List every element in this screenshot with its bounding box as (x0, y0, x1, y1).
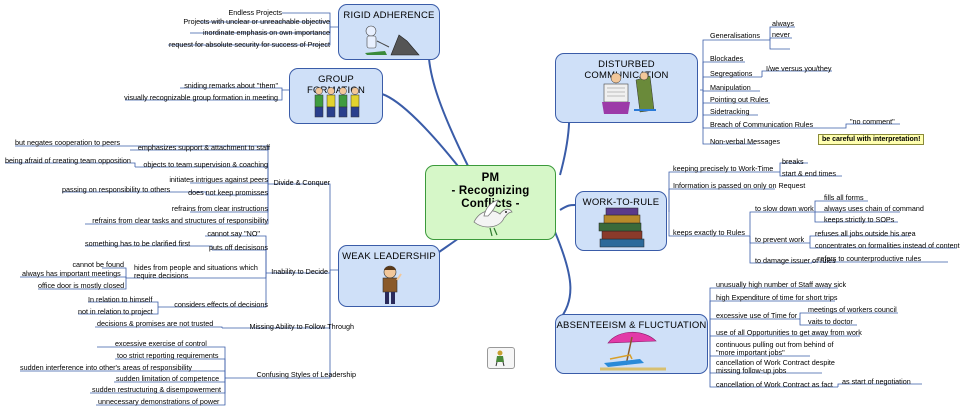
inability-item-important-meetings[interactable]: always has important meetings (22, 269, 121, 278)
work-item-chain-command[interactable]: always uses chain of command (824, 204, 924, 213)
absent-item-missing-follow-up[interactable]: missing follow-up jobs (716, 366, 787, 375)
inability-item-cannot-be-found[interactable]: cannot be found (72, 260, 124, 269)
pondering-man-icon (382, 265, 402, 304)
missing-follow-through-label[interactable]: Missing Ability to Follow Through (249, 322, 354, 331)
inability-decide-label[interactable]: Inability to Decide (271, 267, 328, 276)
work-item-strict-sops[interactable]: keeps strictly to SOPs (824, 215, 895, 224)
group-item-sniding-remarks[interactable]: sniding remarks about "them" (184, 81, 278, 90)
inability-item-puts-off[interactable]: puts off decisisons (209, 243, 268, 252)
comm-item-pointing-rules[interactable]: Pointing out Rules (710, 95, 769, 104)
central-topic-node[interactable]: PM- Recognizing Conflicts - (425, 165, 556, 240)
beach-umbrella-icon (600, 331, 666, 371)
rigid-item-unclear-objective[interactable]: Projects with unclear or unreachable obj… (183, 17, 330, 26)
confusing-styles-label[interactable]: Confusing Styles of Leadership (256, 370, 357, 379)
snowman-sled-icon (365, 25, 420, 56)
rigid-adherence-title: RIGID ADHERENCE (343, 10, 435, 21)
disturbed-communication-node[interactable]: DISTURBED COMMUNICATION (555, 53, 698, 123)
absent-item-short-trips[interactable]: high Expenditure of time for short trips (716, 293, 838, 302)
group-people-icon (314, 87, 360, 118)
work-item-counterproductive-rules[interactable]: refers to counterproductive rules (818, 254, 922, 263)
divide-item-no-structures[interactable]: refrains from clear tasks and structures… (92, 216, 268, 225)
absent-item-staff-sick[interactable]: unusually high number of Staff away sick (716, 280, 847, 289)
absent-item-excessive-time[interactable]: excessive use of Time for (716, 311, 798, 320)
inability-item-door-closed[interactable]: office door is mostly closed (38, 281, 125, 290)
divide-item-broken-promises[interactable]: does not keep promisses (188, 188, 268, 197)
weak-leadership-node[interactable]: WEAK LEADERSHIP (338, 245, 440, 307)
work-item-keeps-rules[interactable]: keeps exactly to Rules (673, 228, 745, 237)
absent-item-workers-council[interactable]: meetings of workers council (808, 305, 897, 314)
missing-item-not-trusted[interactable]: decisions & promises are not trusted (97, 319, 214, 328)
divide-item-support-staff[interactable]: emphasizes support & attachment to staff (137, 143, 270, 152)
work-to-rule-node[interactable]: WORK-TO-RULE (575, 191, 667, 251)
work-item-info-on-request[interactable]: Information is passed on only on Request (673, 181, 806, 190)
divide-item-negates-cooperation[interactable]: but negates cooperation to peers (15, 138, 121, 147)
confusing-item-excessive-control[interactable]: excessive exercise of control (115, 339, 207, 348)
work-item-refuses-jobs[interactable]: refuses all jobs outside his area (815, 229, 916, 238)
inability-item-require-decisions[interactable]: require decisions (134, 271, 189, 280)
divide-item-no-instructions[interactable]: refrains from clear instructions (171, 204, 268, 213)
absent-item-cancellation-fact[interactable]: cancellation of Work Contract as fact (716, 380, 833, 389)
comm-item-never[interactable]: never (772, 30, 790, 39)
inability-item-not-relation-project[interactable]: not in relation to project (78, 307, 153, 316)
work-item-damage-issuer[interactable]: to damage issuer of rules (755, 256, 836, 265)
disturbed-communication-title: DISTURBED COMMUNICATION (584, 59, 669, 81)
work-item-formalities[interactable]: concentrates on formalities instead of c… (815, 241, 960, 250)
comm-item-breach-rules[interactable]: Breach of Communication Rules (710, 120, 814, 129)
confusing-item-limitation-competence[interactable]: sudden limitation of competence (116, 374, 220, 383)
comm-item-sidetracking[interactable]: Sidetracking (710, 107, 750, 116)
inability-item-cannot-say-no[interactable]: cannot say "NO" (207, 229, 260, 238)
divide-item-afraid-opposition[interactable]: being afraid of creating team opposition (5, 156, 131, 165)
divide-item-intrigues[interactable]: initiates intrigues against peers (169, 175, 268, 184)
comm-item-blockades[interactable]: Blockades (710, 54, 744, 63)
inability-item-clarified-first[interactable]: something has to be clarified first (85, 239, 191, 248)
absent-item-cancellation-despite[interactable]: cancellation of Work Contract despite (716, 358, 835, 367)
work-item-keeping-work-time[interactable]: keeping precisely to Work-Time (673, 164, 774, 173)
work-item-breaks[interactable]: breaks (782, 157, 804, 166)
confusing-item-sudden-interference[interactable]: sudden interference into other's areas o… (20, 363, 192, 372)
rigid-adherence-node[interactable]: RIGID ADHERENCE (338, 4, 440, 60)
comm-item-always[interactable]: always (772, 19, 794, 28)
rigid-item-absolute-security[interactable]: request for absolute security for succes… (169, 40, 330, 49)
absent-item-doctor-visits[interactable]: vaits to doctor (808, 317, 853, 326)
comm-item-i-we-versus[interactable]: I/we versus you/they (766, 64, 832, 73)
work-to-rule-title: WORK-TO-RULE (582, 197, 660, 208)
comm-item-manipulation[interactable]: Manipulation (710, 83, 751, 92)
small-figure-icon (495, 350, 505, 367)
inability-item-relation-himself[interactable]: In relation to himself (88, 295, 153, 304)
divide-conquer-label[interactable]: Divide & Conquer (273, 178, 330, 187)
confusing-item-restructuring[interactable]: sudden restructuring & disempowerment (92, 385, 222, 394)
small-figure-badge (487, 347, 515, 369)
comm-item-non-verbal[interactable]: Non-verbal Messages (710, 137, 780, 146)
newspaper-reader-icon (602, 71, 656, 114)
absenteeism-node[interactable]: ABSENTEEISM & FLUCTUATION (555, 314, 708, 374)
absent-item-start-negotiation[interactable]: as start of negotiation (842, 377, 911, 386)
absent-item-opportunities[interactable]: use of all Opportunities to get away fro… (716, 328, 862, 337)
divide-item-objects-supervision[interactable]: objects to team supervision & coaching (143, 160, 268, 169)
absent-item-important-jobs[interactable]: "more important jobs" (716, 348, 785, 357)
confusing-item-demonstrations-power[interactable]: unnecessary demonstrations of power (98, 397, 220, 406)
group-formation-title: GROUP FORMATION (306, 74, 366, 96)
comm-item-no-comment[interactable]: "no comment" (850, 117, 895, 126)
comm-item-segregations[interactable]: Segregations (710, 69, 753, 78)
interpretation-warning-note[interactable]: be careful with interpretation! (818, 134, 925, 145)
rigid-item-endless-projects[interactable]: Endless Projects (228, 8, 282, 17)
work-item-start-end-times[interactable]: start & end times (782, 169, 836, 178)
work-item-fills-forms[interactable]: fills all forms (824, 193, 864, 202)
rigid-item-own-importance[interactable]: inordinate emphasis on own importance (202, 28, 330, 37)
work-item-prevent-work[interactable]: to prevent work (755, 235, 805, 244)
work-item-slow-down[interactable]: to slow down work (755, 204, 814, 213)
comm-item-generalisations[interactable]: Generalisations (710, 31, 760, 40)
book-stack-icon (598, 207, 645, 248)
inability-item-considers-effects[interactable]: considers effects of decisions (174, 300, 268, 309)
divide-item-passing-responsibility[interactable]: passing on responsibility to others (62, 185, 171, 194)
absenteeism-title: ABSENTEEISM & FLUCTUATION (556, 320, 707, 331)
absent-item-pulling-out[interactable]: continuous pulling out from behind of (716, 340, 834, 349)
confusing-item-strict-reporting[interactable]: too strict reporting requirements (117, 351, 219, 360)
inability-item-hides-from-people[interactable]: hides from people and situations which (134, 263, 258, 272)
dove-olive-icon (473, 199, 513, 237)
weak-leadership-title: WEAK LEADERSHIP (342, 251, 436, 262)
group-item-visible-group[interactable]: visually recognizable group formation in… (124, 93, 278, 102)
group-formation-node[interactable]: GROUP FORMATION (289, 68, 383, 124)
